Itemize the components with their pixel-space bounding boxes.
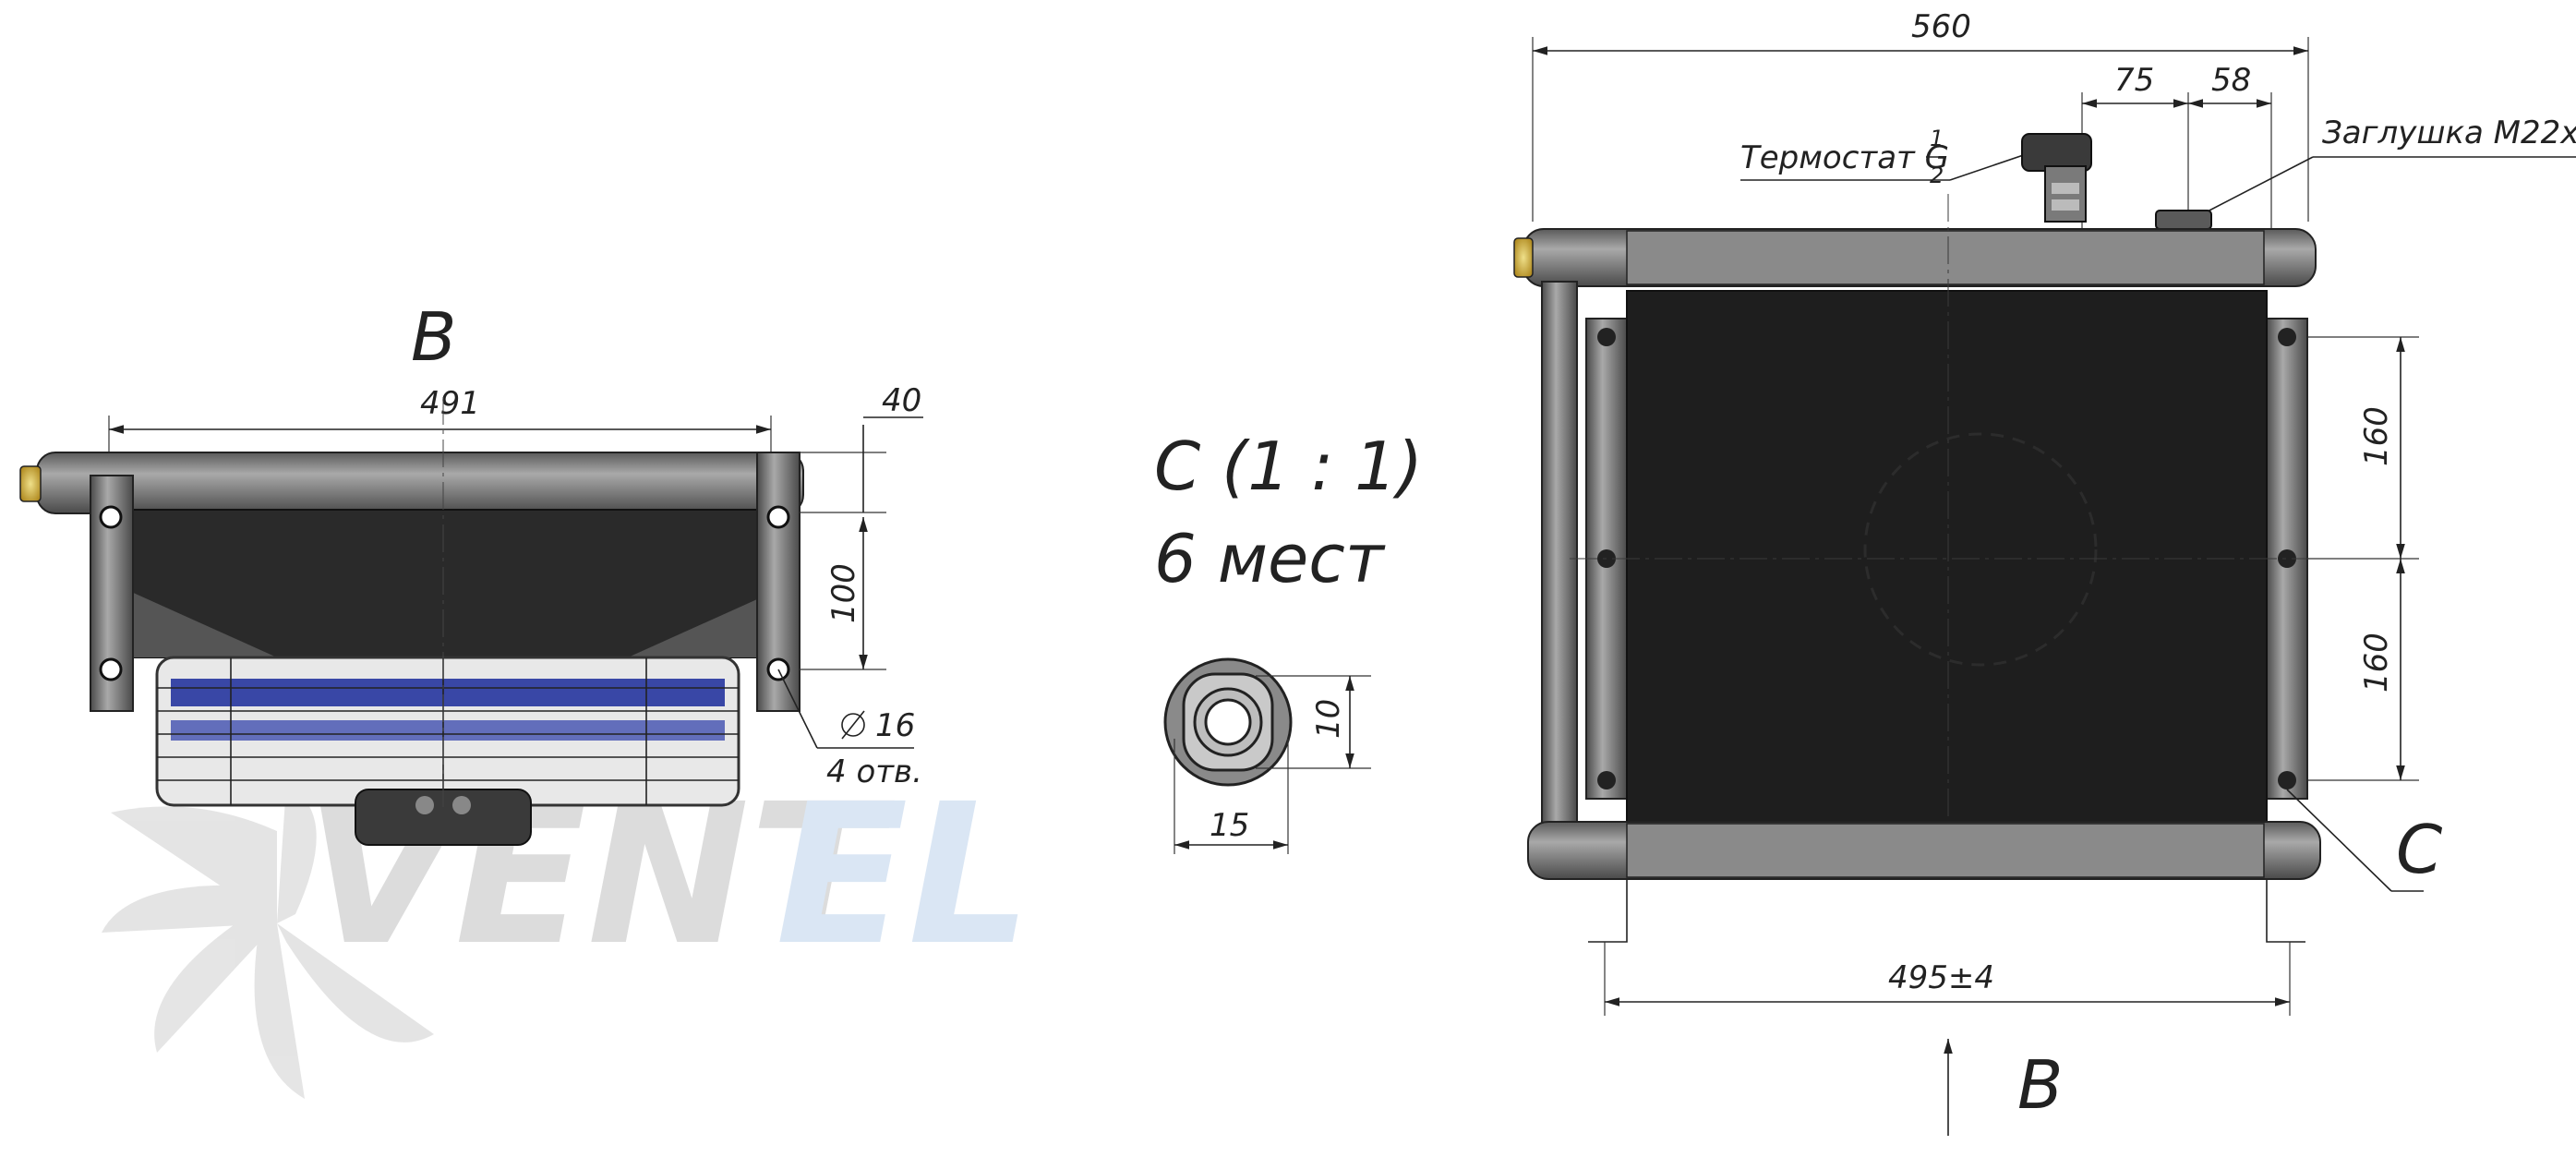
fan-blades-icon [102,785,434,1099]
left-vertical-pipe [1541,281,1578,841]
thermostat-fraction-num: 1 [1930,126,1944,151]
grommet-detail [1163,657,1293,787]
watermark-text-el: EL [776,762,1031,988]
fan-guard [155,656,740,807]
left-foot [1588,879,1628,943]
side-view: B 491 [19,298,923,846]
hole-diameter-label: 16 [875,707,915,744]
dim-495-label: 495±4 [1888,959,1994,996]
side-view-label: B [411,298,456,376]
mount-hole [2278,328,2296,346]
dim-75-label: 75 [2114,62,2154,99]
dim-560-label: 560 [1911,8,1971,45]
dim-100-label: 100 [825,563,862,623]
plug-label: Заглушка М22х1,5 [2322,114,2576,151]
top-header-tube [36,452,804,514]
dim-160-lower-label: 160 [2358,633,2395,693]
dim-160-upper-label: 160 [2358,406,2395,466]
hole-count-label: 4 отв. [826,753,922,790]
mount-hole [2278,549,2296,568]
diameter-icon [841,710,865,740]
detail-view: C (1 : 1) 6 мест 10 15 [1154,428,1423,854]
thermostat-icon [2021,133,2092,223]
plug-icon [2155,210,2212,230]
detail-callout-label: C [2396,811,2443,888]
inlet-fitting-icon [1513,237,1534,278]
view-arrow-label: B [2017,1046,2063,1124]
fitting-icon [19,465,42,502]
dim-58-label: 58 [2211,62,2251,99]
detail-dim-15-label: 15 [1210,807,1249,844]
detail-label-scale: C (1 : 1) [1154,428,1423,505]
thermostat-fraction-den: 2 [1930,163,1944,188]
front-view: 560 75 58 Термостат G 1 2 Заглушка М22х1… [1513,8,2576,1136]
heat-exchanger-core [1626,290,2268,823]
mount-hole [99,657,123,681]
right-foot [2266,879,2305,943]
detail-dim-10-label: 10 [1310,699,1347,739]
dim-491-label: 491 [420,385,480,422]
mount-hole [99,505,123,529]
right-bracket [756,452,800,712]
watermark-logo: VENT EL [102,762,1031,1099]
thermostat-label: Термостат G [1740,139,1949,176]
dim-40-label: 40 [882,382,921,419]
detail-label-count: 6 мест [1154,520,1386,597]
mount-hole [766,505,790,529]
mount-hole [2278,771,2296,789]
